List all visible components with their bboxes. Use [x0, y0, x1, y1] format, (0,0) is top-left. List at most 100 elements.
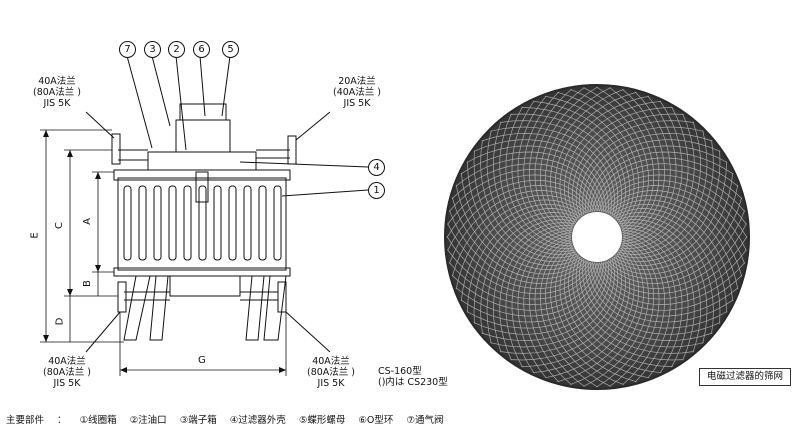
flange-label-bottom-left: 40A法兰 (80A法兰 ) JIS 5K [42, 356, 92, 389]
mesh-strand [579, 258, 704, 348]
flange-label-bottom-right: 40A法兰 (80A法兰 ) JIS 5K [306, 356, 356, 389]
mesh-strand [451, 163, 600, 212]
dimension-G: G [198, 355, 206, 366]
mesh-strand [622, 232, 677, 379]
mesh-strand [486, 219, 576, 344]
mesh-strand [473, 212, 579, 324]
mesh-strand [490, 126, 615, 216]
mesh-strand [592, 262, 739, 317]
coil-fin [123, 185, 132, 261]
mesh-strand [601, 179, 748, 238]
mesh-strand [523, 234, 572, 383]
mesh-strand [448, 169, 598, 212]
coil-fin [198, 185, 207, 261]
mesh-strand [621, 227, 689, 368]
coil-fin [273, 185, 282, 261]
mesh-strand [609, 87, 660, 236]
mesh-strand [622, 229, 683, 374]
mesh-strand [511, 229, 572, 374]
part-number-6: 6 [193, 41, 210, 58]
part-number-4: 4 [368, 159, 385, 176]
mesh-strand [601, 236, 748, 295]
legend-item: ⑤蝶形螺母 [298, 415, 346, 426]
parts-legend: 主要部件 ： ①线圈箱 ②注油口 ③端子箱 ④过滤器外壳 ⑤蝶形螺母 ⑥O型环 … [6, 412, 453, 426]
dimension-C: C [53, 222, 65, 229]
mesh-strand [539, 241, 598, 388]
mesh-strand [589, 262, 734, 323]
mesh-strand [545, 243, 611, 387]
dimension-D: D [54, 317, 66, 326]
mesh-strand [500, 120, 619, 218]
mesh-strand [615, 212, 721, 324]
mesh-strand [616, 215, 714, 334]
dimension-B: B [81, 280, 93, 287]
mesh-strand [554, 247, 637, 383]
mesh-strand [568, 253, 673, 367]
mesh-strand [598, 249, 747, 300]
mesh-strand [521, 107, 626, 221]
legend-item: ②注油口 [129, 415, 167, 426]
mesh-strand [529, 236, 572, 386]
mesh-strand [607, 194, 743, 277]
mesh-strand [603, 185, 747, 251]
mesh-strand [473, 139, 609, 214]
mesh-strand [447, 185, 591, 251]
mesh-strand [557, 91, 640, 227]
mesh-strand [545, 95, 635, 225]
filter-technical-drawing [40, 55, 369, 376]
flange-label-top-left: 40A法兰 (80A法兰 ) JIS 5K [32, 76, 82, 109]
mesh-strand [550, 245, 624, 385]
mesh-strand [594, 262, 743, 311]
mesh-strand [517, 232, 572, 379]
legend-item: ③端子箱 [179, 415, 217, 426]
mesh-strand [622, 234, 671, 383]
mesh-strand [467, 208, 581, 313]
mesh-strand [618, 219, 708, 344]
mesh-strand [449, 190, 589, 264]
mesh-strand [575, 256, 694, 354]
mesh-strand [451, 194, 587, 277]
mesh-strand [447, 174, 596, 225]
mesh-strand [493, 222, 575, 353]
coil-fin [168, 185, 177, 261]
part-number-2: 2 [168, 41, 185, 58]
mesh-strand [563, 251, 661, 374]
legend-item: ①线圈箱 [79, 415, 117, 426]
mesh-strand [460, 203, 583, 301]
mesh-strand [460, 151, 605, 212]
coil-fin [243, 185, 252, 261]
mesh-strand [585, 260, 721, 335]
coil-fin [228, 185, 237, 261]
coil-fin [213, 185, 222, 261]
legend-item: ④过滤器外壳 [229, 415, 286, 426]
mesh-strand [481, 133, 612, 215]
mesh-strand [455, 157, 602, 212]
mesh-strand [619, 222, 701, 353]
mesh-strand [587, 261, 728, 329]
mesh-strand [620, 225, 695, 361]
mesh-strand [613, 208, 727, 313]
mesh-strand [583, 87, 649, 231]
part-number-1: 1 [368, 182, 385, 199]
mesh-strand [582, 259, 713, 341]
mesh-strand [559, 249, 649, 379]
mesh-strand [570, 89, 644, 229]
mesh-strand [455, 199, 585, 289]
mesh-strand [596, 86, 655, 233]
photo-caption: 电磁过滤器的筛网 [699, 368, 791, 386]
part-number-7: 7 [119, 41, 136, 58]
coil-fin [138, 185, 147, 261]
coil-fin [258, 185, 267, 261]
legend-title: 主要部件 [6, 415, 45, 426]
mesh-strand [605, 190, 745, 264]
legend-item: ⑦通气阀 [406, 415, 444, 426]
dimension-E: E [29, 232, 41, 239]
mesh-strand [499, 225, 574, 361]
mesh-strand [611, 203, 734, 301]
mesh-strand [572, 255, 684, 361]
dimension-A: A [81, 218, 93, 225]
mesh-strand [505, 227, 573, 368]
part-number-3: 3 [144, 41, 161, 58]
mesh-strand [480, 215, 578, 334]
